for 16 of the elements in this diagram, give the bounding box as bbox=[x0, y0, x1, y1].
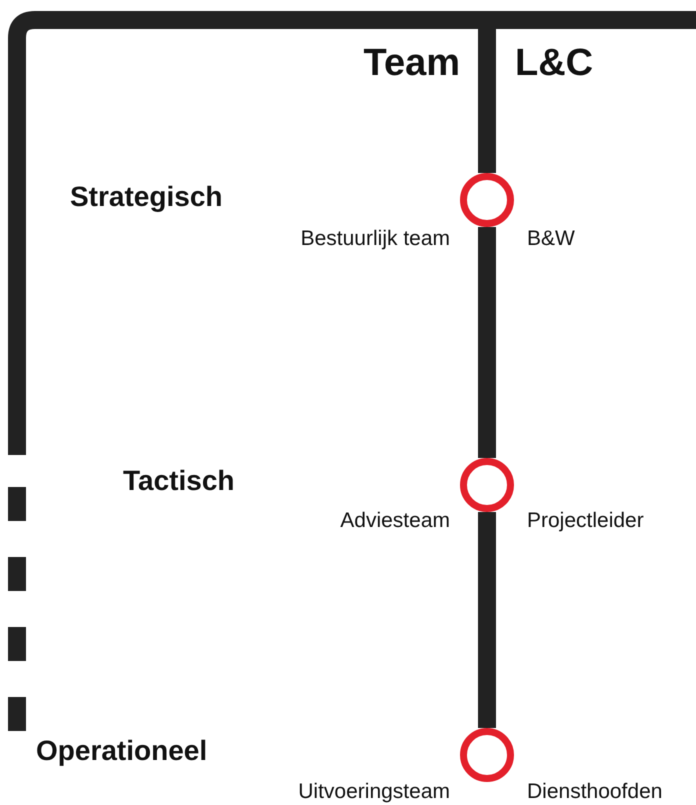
station-label: Uitvoeringsteam bbox=[298, 781, 450, 802]
track-line bbox=[478, 227, 496, 458]
station-circle bbox=[460, 458, 514, 512]
level-label: Operationeel bbox=[36, 737, 208, 765]
station-circle bbox=[460, 173, 514, 227]
level-label: Tactisch bbox=[123, 467, 235, 495]
station-label: B&W bbox=[527, 228, 575, 249]
station-label: Adviesteam bbox=[340, 510, 450, 531]
station-label: Diensthoofden bbox=[527, 781, 662, 802]
column-heading: Team bbox=[364, 44, 460, 82]
track-line bbox=[478, 512, 496, 728]
level-label: Strategisch bbox=[70, 183, 222, 211]
station-label: Projectleider bbox=[527, 510, 644, 531]
station-label: Bestuurlijk team bbox=[300, 228, 450, 249]
station-circle bbox=[460, 728, 514, 782]
column-heading: L&C bbox=[515, 44, 594, 82]
